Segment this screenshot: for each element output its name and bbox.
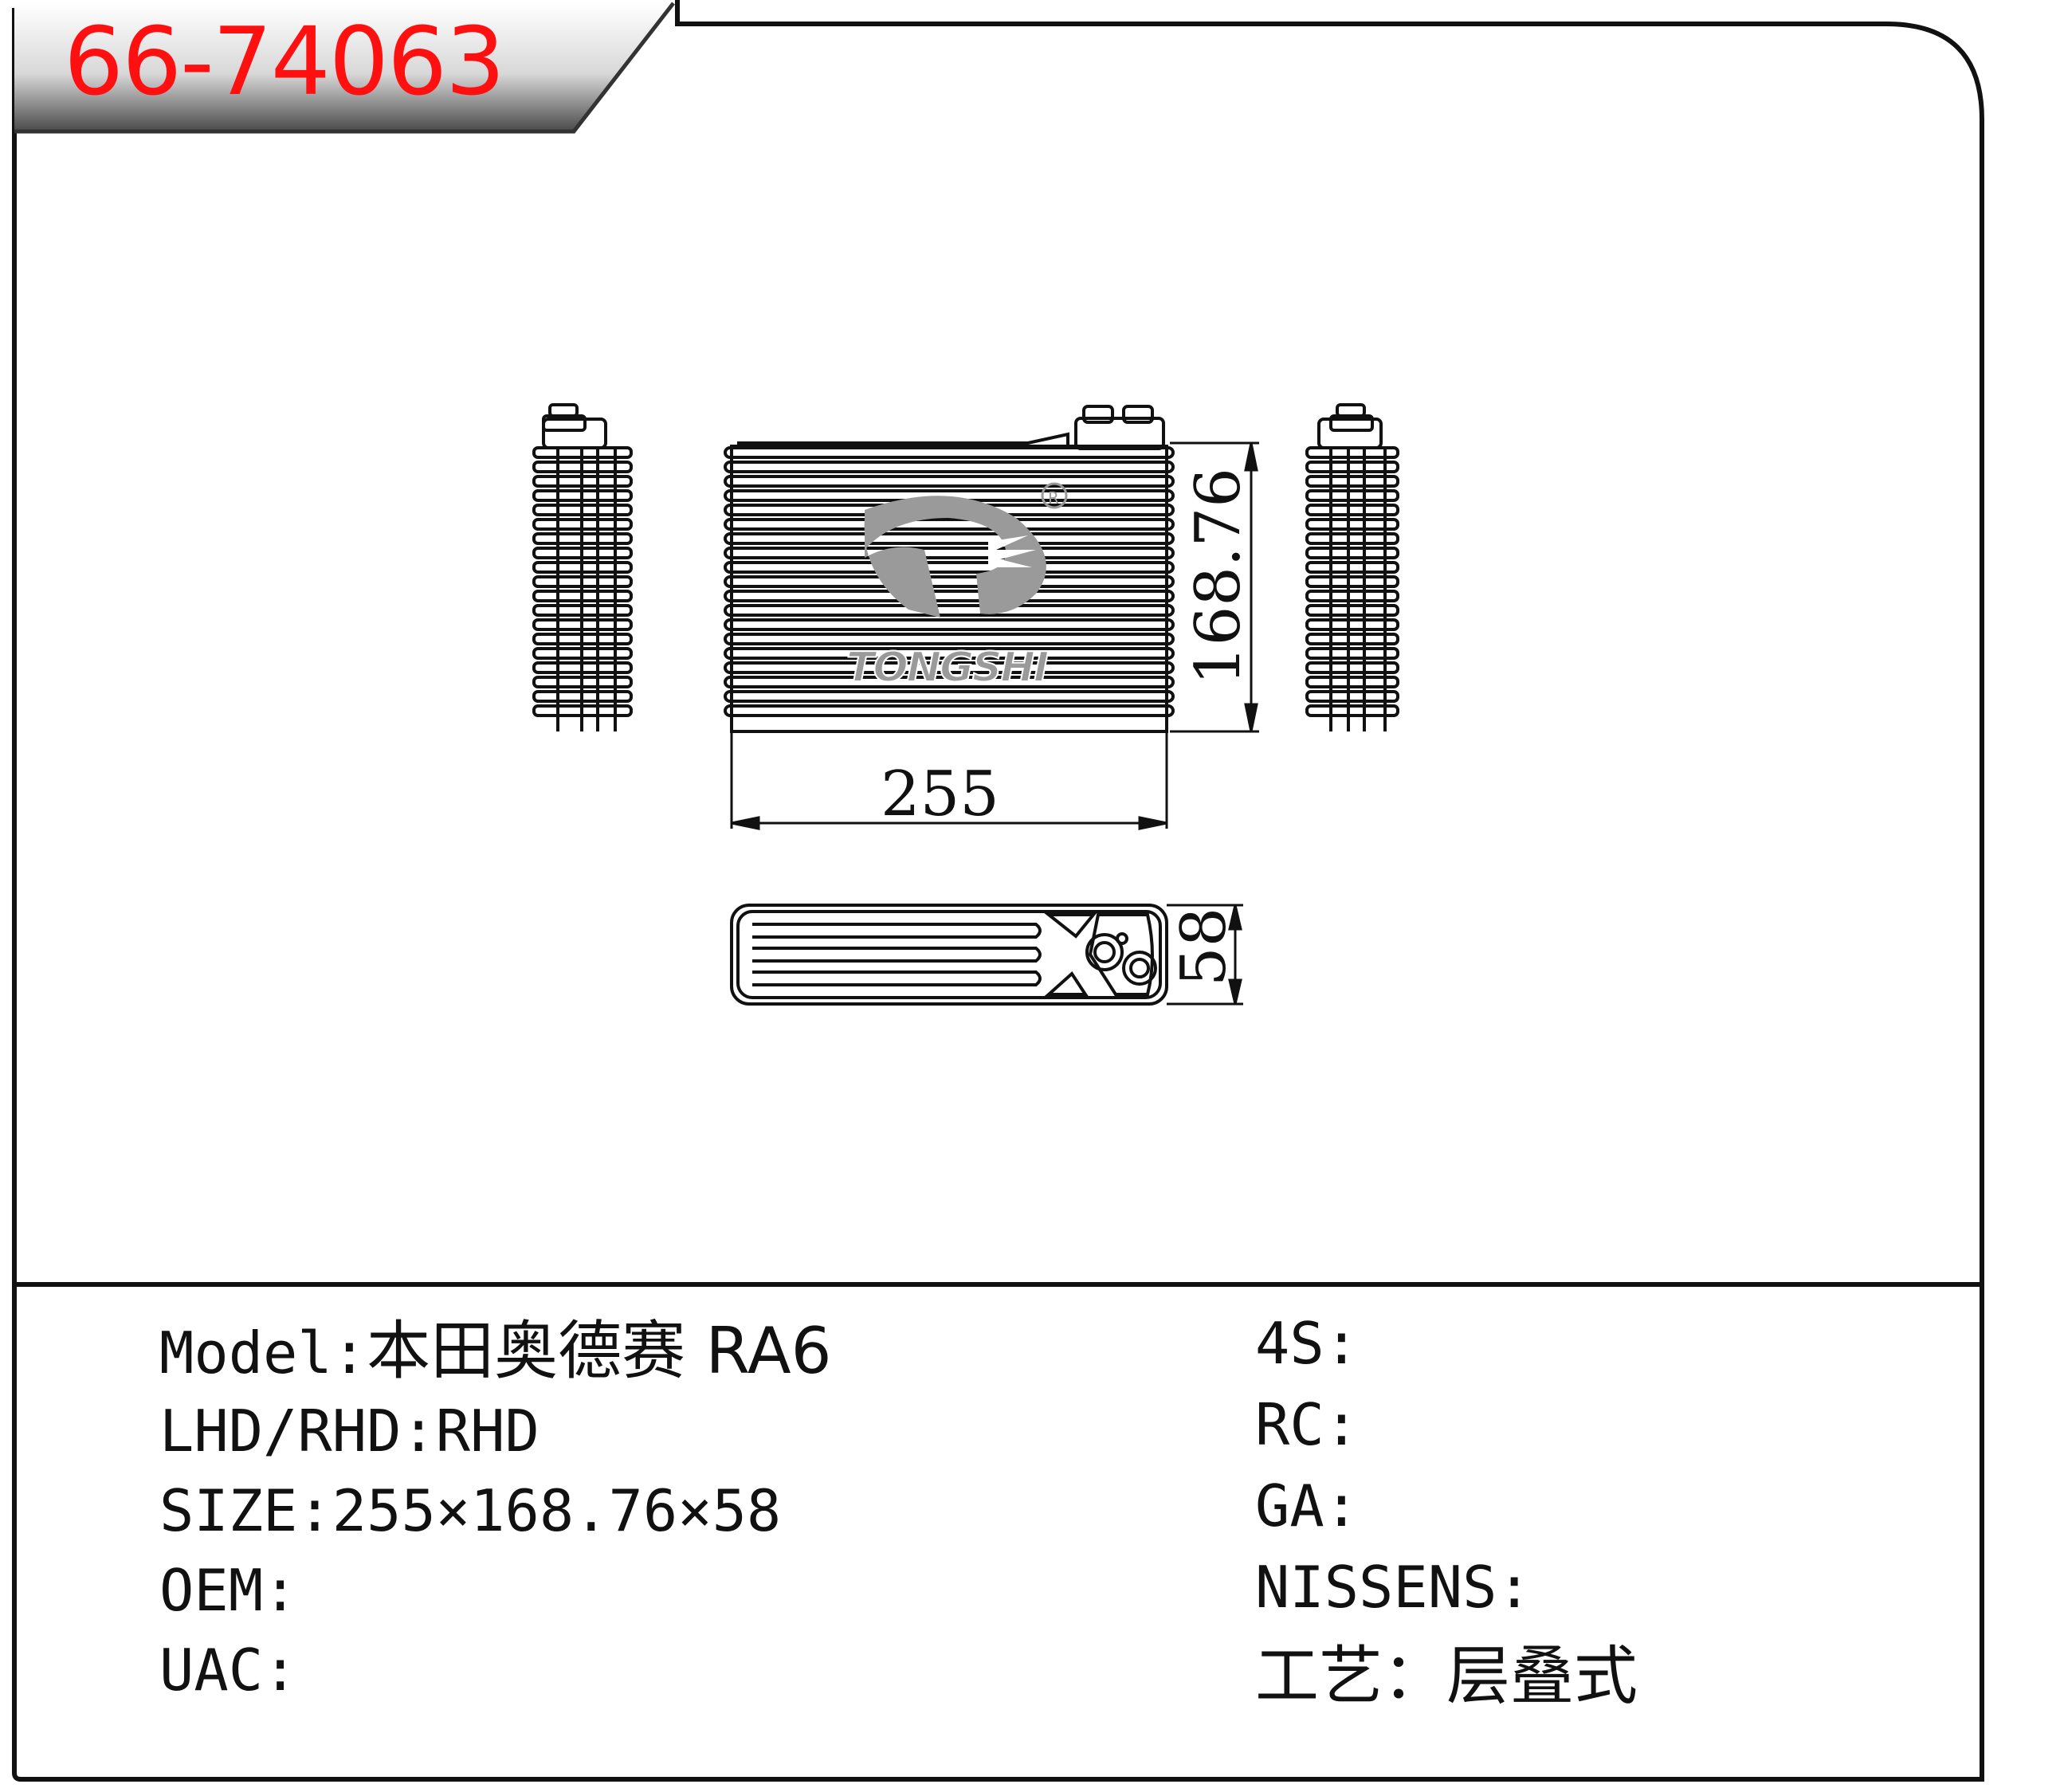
- front-view: [724, 405, 1175, 733]
- plate: [724, 475, 1175, 488]
- spec-lhd-rhd: LHD/RHD:RHD: [159, 1398, 540, 1465]
- title-banner: [14, 3, 673, 131]
- spec-label: UAC: [159, 1637, 264, 1704]
- spec-label: SIZE: [159, 1477, 298, 1544]
- plate: [724, 604, 1175, 617]
- plate: [724, 532, 1175, 545]
- plate: [724, 676, 1175, 688]
- plate: [724, 547, 1175, 559]
- svg-text:R: R: [1048, 488, 1059, 508]
- spec-label: 工艺: [1255, 1639, 1383, 1713]
- outer-frame: [12, 0, 1984, 1782]
- spec-model: Model:本田奥德赛 RA6: [159, 1314, 832, 1388]
- top-view: [730, 904, 1168, 1006]
- spec-ga: GA:: [1255, 1472, 1360, 1539]
- plate: [724, 575, 1175, 588]
- spec-value: RHD: [435, 1398, 540, 1465]
- plate: [724, 690, 1175, 703]
- dimension-height-label: 168.76: [1183, 468, 1254, 685]
- title-banner-edge: [14, 2, 675, 134]
- spec-rc: RC:: [1255, 1391, 1360, 1458]
- spec-value: 层叠式: [1446, 1639, 1638, 1713]
- fin: [1305, 547, 1399, 559]
- spec-uac: UAC:: [159, 1637, 298, 1704]
- plate: [724, 661, 1175, 674]
- dimension-width-label: 255: [881, 759, 999, 830]
- spec-label: 4S: [1255, 1310, 1324, 1377]
- fin: [1305, 475, 1399, 488]
- side-view-right: [1305, 403, 1399, 731]
- plate: [724, 704, 1175, 717]
- fin: [1305, 575, 1399, 588]
- fin: [1305, 647, 1399, 660]
- spec-label: NISSENS: [1255, 1554, 1497, 1621]
- side-view-left: [532, 403, 633, 731]
- plate: [724, 561, 1175, 574]
- fin: [1305, 633, 1399, 645]
- fin: [1305, 518, 1399, 531]
- fin: [1305, 676, 1399, 688]
- spec-label: GA: [1255, 1472, 1324, 1539]
- plate: [724, 446, 1175, 459]
- width-dimension: [730, 733, 1168, 830]
- fin: [1305, 461, 1399, 473]
- spec-oem: OEM:: [159, 1557, 298, 1624]
- plate: [724, 518, 1175, 531]
- fin: [1305, 446, 1399, 459]
- plate: [724, 461, 1175, 473]
- fin: [1305, 561, 1399, 574]
- depth-dimension: [1167, 904, 1243, 1006]
- spec-value: 255×168.76×58: [332, 1477, 782, 1544]
- fin: [1305, 504, 1399, 516]
- spec-label: LHD/RHD: [159, 1398, 402, 1465]
- spec-4s: 4S:: [1255, 1310, 1360, 1377]
- fin: [1305, 604, 1399, 617]
- fin: [1305, 489, 1399, 502]
- logo-text: TONGSHI: [846, 644, 1049, 692]
- fin: [1305, 661, 1399, 674]
- tongshi-logo: R: [864, 482, 1068, 618]
- fin: [1305, 590, 1399, 602]
- fin: [1305, 704, 1399, 717]
- plate: [724, 590, 1175, 602]
- spec-process: 工艺：层叠式: [1255, 1639, 1638, 1713]
- spec-value: 本田奥德赛 RA6: [367, 1314, 832, 1388]
- spec-label: RC: [1255, 1391, 1324, 1458]
- height-dimension: [1170, 441, 1259, 733]
- plate: [724, 633, 1175, 645]
- fin: [1305, 618, 1399, 631]
- spec-label: Model: [159, 1319, 332, 1386]
- dimension-depth-label: 58: [1168, 907, 1240, 986]
- fin: [1305, 532, 1399, 545]
- spec-label: OEM: [159, 1557, 264, 1624]
- part-number: 66-74063: [64, 6, 505, 116]
- plate: [724, 618, 1175, 631]
- plate: [724, 647, 1175, 660]
- spec-size: SIZE:255×168.76×58: [159, 1477, 782, 1544]
- spec-nissens: NISSENS:: [1255, 1554, 1532, 1621]
- fin: [1305, 690, 1399, 703]
